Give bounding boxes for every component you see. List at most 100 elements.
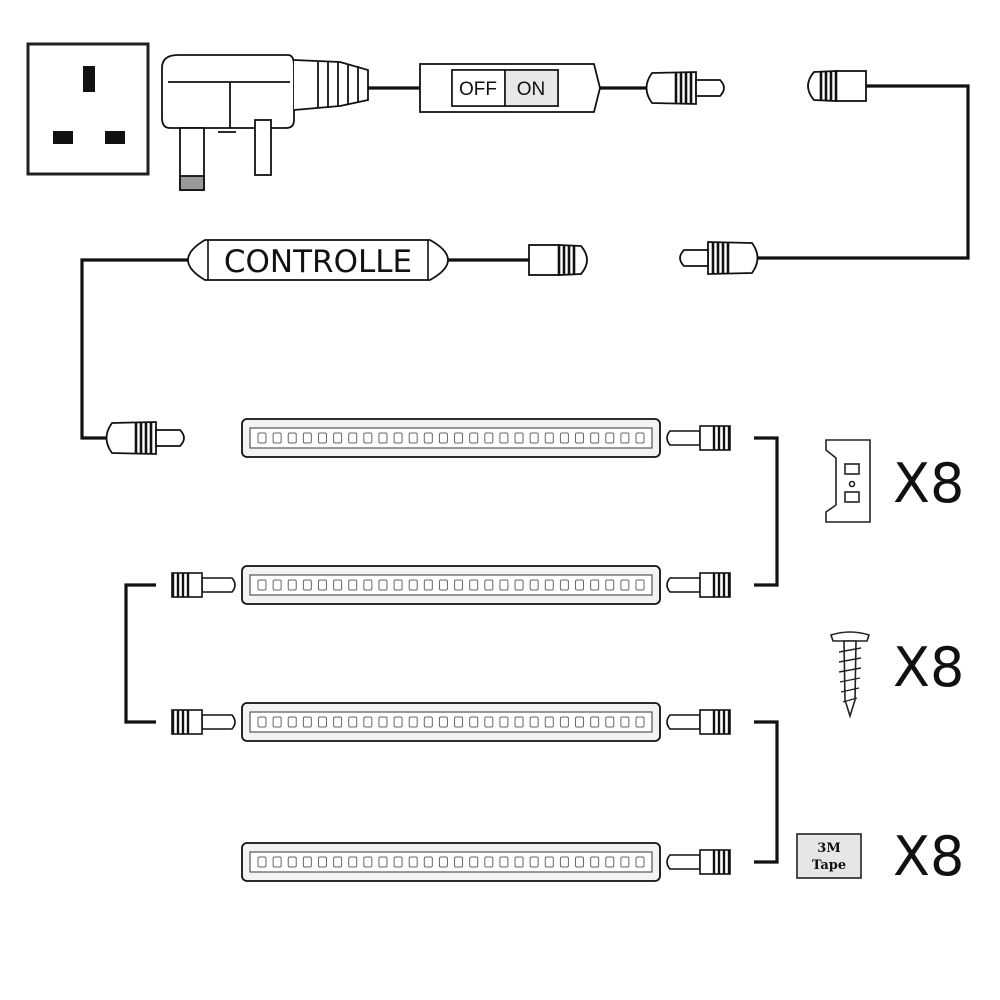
led-chip xyxy=(469,432,479,444)
controller-label: CONTROLLE xyxy=(224,244,412,280)
led-chip xyxy=(348,716,358,728)
led-chip xyxy=(590,579,600,591)
led-chip xyxy=(529,856,539,868)
bar-output-connector-icon xyxy=(665,424,732,452)
led-chip xyxy=(287,716,297,728)
led-chip xyxy=(575,716,585,728)
switch-on-label: ON xyxy=(517,79,546,100)
bar-output-connector-icon xyxy=(665,848,732,876)
led-chip xyxy=(605,579,615,591)
led-chip xyxy=(408,579,418,591)
led-chip xyxy=(529,716,539,728)
bar-output-connector-icon xyxy=(665,708,732,736)
led-chip xyxy=(348,579,358,591)
led-chip xyxy=(559,856,569,868)
wall-socket-icon xyxy=(26,42,150,176)
led-chip xyxy=(620,579,630,591)
led-chip xyxy=(302,716,312,728)
bar-input-connector-icon xyxy=(170,708,237,736)
led-chip xyxy=(529,432,539,444)
led-chip xyxy=(544,716,554,728)
led-chip xyxy=(408,716,418,728)
led-chip xyxy=(333,432,343,444)
led-chip xyxy=(363,716,373,728)
led-chip xyxy=(605,716,615,728)
led-chip xyxy=(378,579,388,591)
led-chip xyxy=(378,432,388,444)
led-chip xyxy=(469,856,479,868)
led-chip xyxy=(469,579,479,591)
switch-off-label: OFF xyxy=(459,79,497,100)
cable xyxy=(80,84,970,864)
screw-icon xyxy=(829,631,871,719)
bar-output-connector-icon xyxy=(665,571,732,599)
led-chip xyxy=(393,716,403,728)
led-chip xyxy=(257,432,267,444)
led-chip xyxy=(378,856,388,868)
female-connector-icon xyxy=(806,69,868,103)
led-chip xyxy=(590,856,600,868)
male-connector-icon xyxy=(105,420,186,456)
led-chip xyxy=(484,432,494,444)
led-chip xyxy=(454,579,464,591)
led-chip xyxy=(620,432,630,444)
tape-icon: 3M Tape xyxy=(796,833,862,879)
led-light-bar xyxy=(241,565,661,605)
led-chip xyxy=(348,856,358,868)
led-chip xyxy=(605,432,615,444)
led-chip xyxy=(317,432,327,444)
led-chip xyxy=(514,856,524,868)
led-chip xyxy=(575,432,585,444)
led-chip xyxy=(635,432,645,444)
led-chip xyxy=(438,432,448,444)
led-chip xyxy=(499,856,509,868)
led-chip xyxy=(363,856,373,868)
led-chip xyxy=(363,432,373,444)
power-adapter-icon xyxy=(161,54,369,191)
led-chip xyxy=(423,432,433,444)
led-chip xyxy=(635,579,645,591)
tape-label-line2: Tape xyxy=(812,858,846,873)
led-chip xyxy=(317,716,327,728)
led-light-bar xyxy=(241,418,661,458)
led-chip xyxy=(272,856,282,868)
led-chip xyxy=(544,856,554,868)
led-chip xyxy=(317,856,327,868)
quantity-screws: X8 xyxy=(893,636,964,699)
male-connector-icon xyxy=(645,70,726,106)
led-chip xyxy=(333,579,343,591)
led-chip xyxy=(423,579,433,591)
led-light-bar xyxy=(241,842,661,882)
led-chip xyxy=(484,579,494,591)
led-chip xyxy=(272,716,282,728)
led-chip xyxy=(514,716,524,728)
led-chip xyxy=(257,856,267,868)
led-chip xyxy=(454,856,464,868)
led-chip xyxy=(575,856,585,868)
led-chip xyxy=(499,432,509,444)
mounting-clip-icon xyxy=(825,439,871,523)
tape-label-line1: 3M xyxy=(817,841,840,856)
led-chip xyxy=(287,856,297,868)
led-chip xyxy=(559,716,569,728)
led-chip xyxy=(438,716,448,728)
led-chip xyxy=(484,856,494,868)
led-chip xyxy=(438,856,448,868)
led-chip xyxy=(423,716,433,728)
led-chip xyxy=(287,579,297,591)
led-chip xyxy=(333,716,343,728)
led-chip xyxy=(590,716,600,728)
led-chip xyxy=(544,432,554,444)
led-chip xyxy=(423,856,433,868)
led-chip xyxy=(605,856,615,868)
led-light-bar xyxy=(241,702,661,742)
led-chip xyxy=(408,432,418,444)
led-chip xyxy=(514,432,524,444)
led-chip xyxy=(454,716,464,728)
led-chip xyxy=(272,432,282,444)
led-chip xyxy=(257,579,267,591)
led-chip xyxy=(499,579,509,591)
quantity-tape: X8 xyxy=(893,825,964,888)
led-chip xyxy=(272,579,282,591)
